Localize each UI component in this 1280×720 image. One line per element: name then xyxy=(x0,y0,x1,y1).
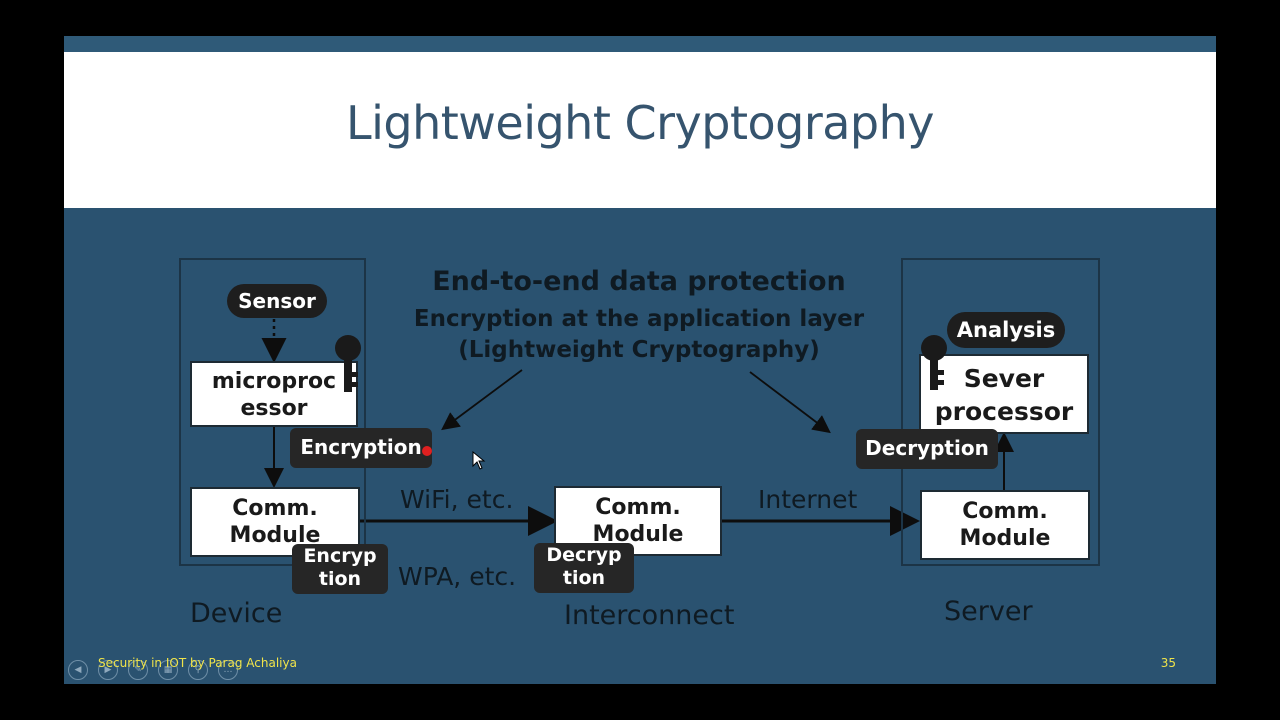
slide: Lightweight Cryptography xyxy=(64,36,1216,684)
server-comm-line1: Comm. xyxy=(962,499,1048,524)
wifi-label: WiFi, etc. xyxy=(400,485,514,514)
prev-icon[interactable]: ◀ xyxy=(68,660,88,680)
next-icon[interactable]: ▶ xyxy=(98,660,118,680)
slides-icon[interactable]: ▦ xyxy=(158,660,178,680)
diagram-heading: End-to-end data protection xyxy=(432,266,846,297)
slide-top-bar xyxy=(64,36,1216,52)
sever-line1: Sever xyxy=(963,364,1045,393)
decryption-badge-2: Decryp tion xyxy=(534,543,634,593)
footer-text: Security in IOT by Parag Achaliya xyxy=(98,656,297,670)
diagram-subheading-2: (Lightweight Cryptography) xyxy=(458,337,820,363)
encryp-line1: Encryp xyxy=(303,545,377,567)
encryp-line2: tion xyxy=(318,568,362,590)
server-processor-box: Sever processor xyxy=(919,354,1089,434)
slide-title: Lightweight Cryptography xyxy=(345,96,935,150)
key-icon xyxy=(335,335,361,392)
sensor-label: Sensor xyxy=(227,284,327,318)
diagram-connectors xyxy=(261,319,1014,536)
device-comm-line2: Module xyxy=(229,523,321,548)
laser-pointer-dot xyxy=(422,446,432,456)
decryp-line2: tion xyxy=(562,567,606,589)
encryption-badge: Encryption xyxy=(290,428,432,468)
decryption-badge: Decryption xyxy=(856,429,998,469)
wpa-label: WPA, etc. xyxy=(398,562,517,591)
interconnect-label: Interconnect xyxy=(564,600,735,631)
diagram-subheading: Encryption at the application layer xyxy=(413,306,865,332)
pen-icon[interactable]: ✎ xyxy=(128,660,148,680)
analysis-label: Analysis xyxy=(947,312,1065,348)
microprocessor-line1: microproc xyxy=(211,369,337,394)
encryption-badge-2: Encryp tion xyxy=(292,544,388,594)
sever-line2: processor xyxy=(934,397,1074,426)
internet-label: Internet xyxy=(758,485,858,514)
device-panel xyxy=(179,258,366,566)
decryp-line1: Decryp xyxy=(546,544,622,566)
microprocessor-box: microproc essor xyxy=(190,361,358,427)
more-icon[interactable]: … xyxy=(218,660,238,680)
server-comm-module: Comm. Module xyxy=(920,490,1090,560)
server-label: Server xyxy=(944,596,1033,627)
device-label: Device xyxy=(190,598,283,629)
microprocessor-line2: essor xyxy=(240,396,308,421)
server-comm-line2: Module xyxy=(959,526,1051,551)
title-area: Lightweight Cryptography xyxy=(64,52,1216,208)
device-comm-module: Comm. Module xyxy=(190,487,360,557)
mouse-cursor-icon xyxy=(472,451,486,470)
page-number: 35 xyxy=(1160,656,1176,670)
server-panel xyxy=(901,258,1100,566)
zoom-icon[interactable]: ⚲ xyxy=(188,660,208,680)
interconnect-comm-line1: Comm. xyxy=(595,495,681,520)
key-icon-2 xyxy=(921,335,947,390)
interconnect-comm-line2: Module xyxy=(592,522,684,547)
device-comm-line1: Comm. xyxy=(232,496,318,521)
